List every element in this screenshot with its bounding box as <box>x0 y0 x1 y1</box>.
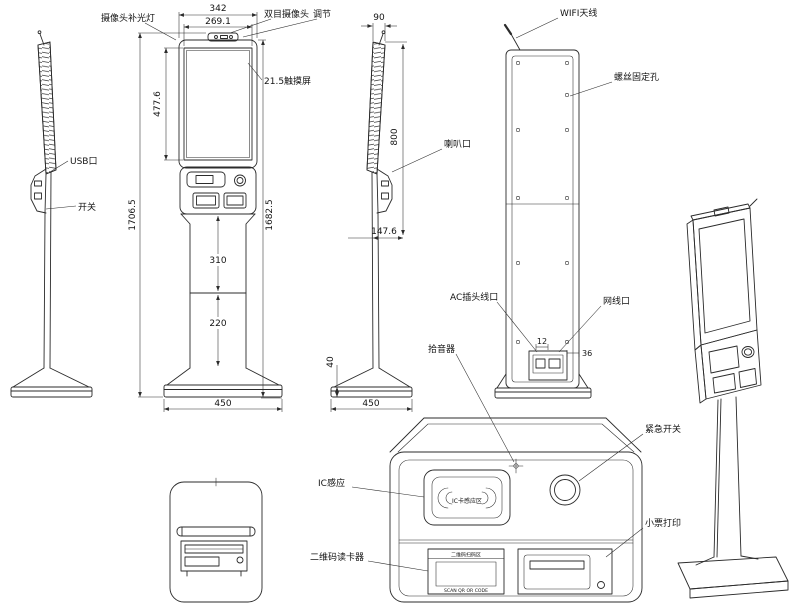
printer-section-detail <box>169 477 263 603</box>
receipt-slot <box>529 560 585 570</box>
dim-450-front: 450 <box>214 399 231 409</box>
lan-port-label: 网线口 <box>603 295 630 307</box>
printer-window-front <box>223 192 247 209</box>
ac-inlet-port <box>535 358 546 369</box>
qr-reader-label: 二维码读卡器 <box>310 551 364 563</box>
screen-bezel <box>178 39 258 169</box>
dim-147-6: 147.6 <box>371 227 397 237</box>
ic-zone-text: IC卡感应区 <box>452 497 482 505</box>
qr-window-front <box>192 192 220 209</box>
base-plate-back <box>494 387 592 399</box>
perspective-camera <box>713 206 730 217</box>
front-view-labels: 摄像头补光灯 双目摄像头 调节 21.5触摸屏 <box>101 8 331 87</box>
power-port-recess <box>528 350 568 381</box>
back-view-body <box>494 23 592 399</box>
microphone-label: 拾音器 <box>428 343 455 355</box>
dim-450-side: 450 <box>362 399 379 409</box>
service-panel-detail <box>389 417 643 603</box>
dim-477-6: 477.6 <box>153 91 163 117</box>
touchscreen-label: 21.5触摸屏 <box>264 75 311 87</box>
dim-342: 342 <box>209 4 226 14</box>
receipt-printer-label: 小票打印 <box>645 517 681 529</box>
camera-module <box>207 32 239 42</box>
qr-scanner-window <box>427 548 505 595</box>
ic-reader-label: IC感应 <box>318 477 345 489</box>
dim-1706-5: 1706.5 <box>128 199 138 231</box>
back-view-annotations: WIFI天线 螺丝固定孔 AC插头线口 网线口 12 36 <box>450 7 659 358</box>
emergency-switch-button <box>549 474 581 506</box>
left-side-view-labels: USB口 开关 <box>45 157 97 213</box>
ic-card-zone <box>423 469 511 526</box>
dim-36: 36 <box>582 349 592 358</box>
microphone-hole <box>508 458 524 474</box>
right-side-view-dimensions: 90 800 147.6 40 450 喇叭口 <box>326 13 471 412</box>
ic-card-area-front <box>186 171 226 188</box>
base-plate-front <box>163 384 283 398</box>
dim-1682-5: 1682.5 <box>265 199 275 231</box>
receipt-printer-window <box>517 548 613 595</box>
camera-adjust-label: 调节 <box>313 9 331 20</box>
fill-light-label: 摄像头补光灯 <box>101 12 155 24</box>
screw-holes-label: 螺丝固定孔 <box>614 71 659 83</box>
perspective-screen <box>698 218 751 334</box>
dim-220: 220 <box>209 319 226 329</box>
wifi-antenna <box>503 23 513 36</box>
qr-zone-text: 二维码扫码区 <box>451 552 481 559</box>
wifi-label: WIFI天线 <box>560 7 597 19</box>
qr-screen-text: SCAN QR OR CODE <box>444 588 488 594</box>
usb-port-label: USB口 <box>70 157 97 167</box>
camera-label: 双目摄像头 <box>264 8 309 20</box>
dim-12: 12 <box>537 337 547 346</box>
dim-310: 310 <box>209 256 226 266</box>
speaker-label: 喇叭口 <box>444 138 471 150</box>
screw-holes <box>516 61 569 344</box>
touchscreen <box>183 47 253 161</box>
perspective-column <box>713 396 742 558</box>
printer-feed-button <box>597 581 605 589</box>
perspective-view <box>677 198 789 599</box>
lan-port <box>548 358 561 369</box>
ac-inlet-label: AC插头线口 <box>450 291 498 303</box>
emergency-button-front <box>234 174 246 187</box>
emergency-switch-label: 紧急开关 <box>645 423 681 435</box>
nfc-waves-icon <box>437 487 453 509</box>
front-view-body <box>163 32 283 398</box>
dim-40: 40 <box>326 356 336 368</box>
switch-label: 开关 <box>78 201 96 213</box>
dim-90: 90 <box>373 13 385 23</box>
dim-269-1: 269.1 <box>205 17 231 27</box>
dim-800: 800 <box>390 128 400 145</box>
service-panel-annotations: 拾音器 IC感应 二维码读卡器 紧急开关 小票打印 IC卡感应区 二维码扫码区 … <box>310 343 681 594</box>
